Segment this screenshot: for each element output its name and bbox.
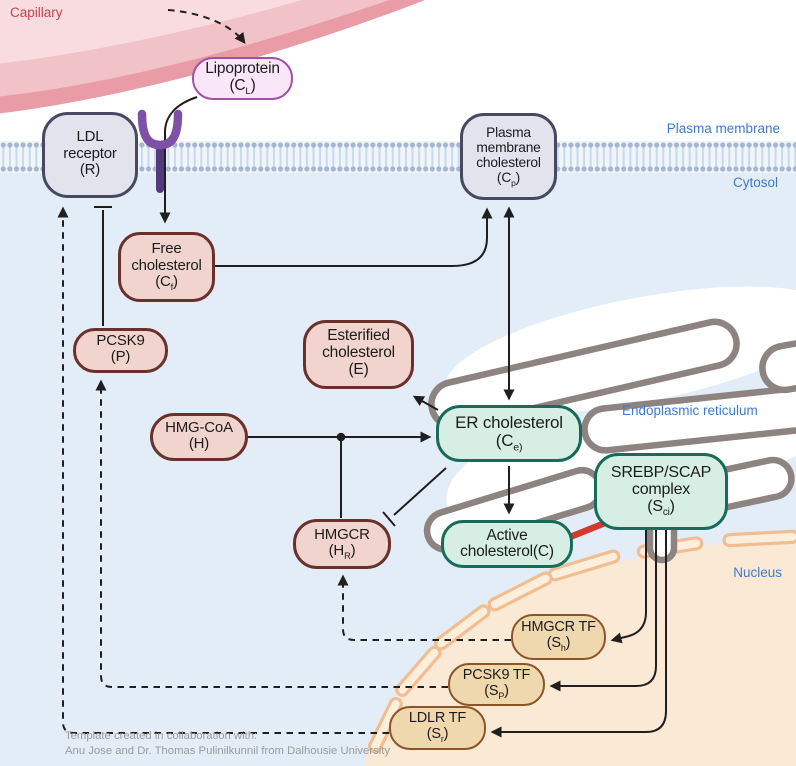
dashed-arrow-pcsk9tf-to-pcsk9 [95, 379, 448, 688]
endoplasmic-reticulum-label: Endoplasmic reticulum [622, 403, 758, 418]
cytosol-label: Cytosol [732, 175, 778, 190]
dashed-arrow-hmgcrtf-to-hmgcr [337, 574, 511, 641]
arrow-free-cholesterol-to-pm-cholesterol [215, 207, 493, 267]
node-ldl-receptor: LDL receptor (R) [42, 112, 138, 198]
nucleus-label: Nucleus [733, 565, 782, 580]
node-pm-cholesterol-symbol: (Cp) [496, 170, 521, 188]
node-ldlr-tf-symbol: (Sr) [426, 726, 449, 744]
node-pcsk9-tf-label: PCSK9 TF [462, 666, 531, 683]
node-pm-cholesterol-label: Plasma [486, 124, 531, 140]
node-hmgcr: HMGCR (HR) [293, 519, 391, 569]
node-srebp-scap-label: SREBP/SCAP [610, 463, 712, 481]
node-hmgcr-tf: HMGCR TF (Sh) [511, 614, 606, 660]
node-free-cholesterol: Free cholesterol (Cf) [118, 232, 215, 302]
dashed-arrow-capillary-to-lipoprotein [167, 9, 246, 44]
node-active-cholesterol-label: Active [486, 526, 528, 544]
inhibition-er-cholesterol-to-hmgcr [393, 467, 447, 516]
node-active-cholesterol: Active cholesterol(C) [441, 520, 573, 568]
junction-dot [336, 432, 346, 442]
node-hmgcr-label: HMGCR [314, 525, 370, 543]
arrow-srebp-to-pcsk9-tf [549, 530, 657, 692]
ldl-receptor-icon [137, 109, 183, 193]
node-ldlr-tf: LDLR TF (Sr) [389, 706, 486, 750]
node-lipoprotein-label: Lipoprotein [205, 59, 280, 77]
node-hmgcr-tf-label: HMGCR TF [521, 619, 596, 636]
node-hmg-coa-label: HMG-CoA [165, 418, 233, 436]
node-pcsk9: PCSK9 (P) [73, 328, 168, 373]
solid-arrows [94, 96, 667, 738]
node-pcsk9-symbol: (P) [110, 348, 131, 365]
node-esterified-cholesterol-symbol: (E) [348, 361, 369, 379]
node-pcsk9-label: PCSK9 [96, 332, 145, 350]
arrow-srebp-to-ldlr-tf [490, 530, 667, 738]
dashed-arrow-ldlrtf-to-ldl-receptor [57, 206, 389, 734]
node-hmgcr-tf-symbol: (Sh) [546, 635, 571, 653]
node-pm-cholesterol: Plasma membrane cholesterol (Cp) [460, 113, 557, 200]
node-ldl-receptor-symbol: (R) [79, 161, 101, 179]
dashed-arrows [57, 9, 511, 734]
node-hmg-coa-symbol: (H) [188, 434, 210, 452]
node-ldlr-tf-label: LDLR TF [408, 710, 467, 727]
node-free-cholesterol-symbol: (Cf) [155, 273, 178, 293]
attribution-line-2: Anu Jose and Dr. Thomas Pulinilkunnil fr… [65, 745, 391, 758]
node-esterified-cholesterol-label: Esterified [327, 327, 390, 345]
node-srebp-scap: SREBP/SCAP complex (Sci) [594, 453, 728, 530]
capillary-region [0, 0, 425, 114]
attribution-note: Template created in collaboration with: … [65, 729, 390, 760]
node-lipoprotein-symbol: (CL) [229, 76, 256, 97]
node-ldl-receptor-label: LDL [76, 128, 104, 146]
node-er-cholesterol-symbol: (Ce) [495, 430, 523, 454]
node-hmg-coa: HMG-CoA (H) [150, 413, 248, 461]
plasma-membrane-label: Plasma membrane [666, 121, 780, 136]
node-lipoprotein: Lipoprotein (CL) [192, 57, 293, 100]
node-free-cholesterol-label: Free [151, 240, 182, 258]
node-pcsk9-tf-symbol: (SP) [484, 682, 509, 701]
node-er-cholesterol-label: ER cholesterol [455, 412, 563, 432]
inhibition-tbar-hmgcr [382, 511, 396, 527]
arrow-srebp-to-hmgcr-tf [610, 530, 647, 644]
arrow-er-to-esterified-cholesterol [412, 395, 439, 411]
node-esterified-cholesterol: Esterified cholesterol (E) [303, 320, 414, 389]
node-pcsk9-tf: PCSK9 TF (SP) [448, 663, 545, 706]
node-er-cholesterol: ER cholesterol (Ce) [436, 405, 582, 462]
node-srebp-scap-symbol: (Sci) [647, 498, 675, 519]
attribution-line-1: Template created in collaboration with: [65, 730, 258, 742]
arrow-lipoprotein-to-free-cholesterol [159, 96, 198, 224]
capillary-label: Capillary [10, 5, 63, 20]
node-hmgcr-symbol: (HR) [328, 541, 356, 561]
